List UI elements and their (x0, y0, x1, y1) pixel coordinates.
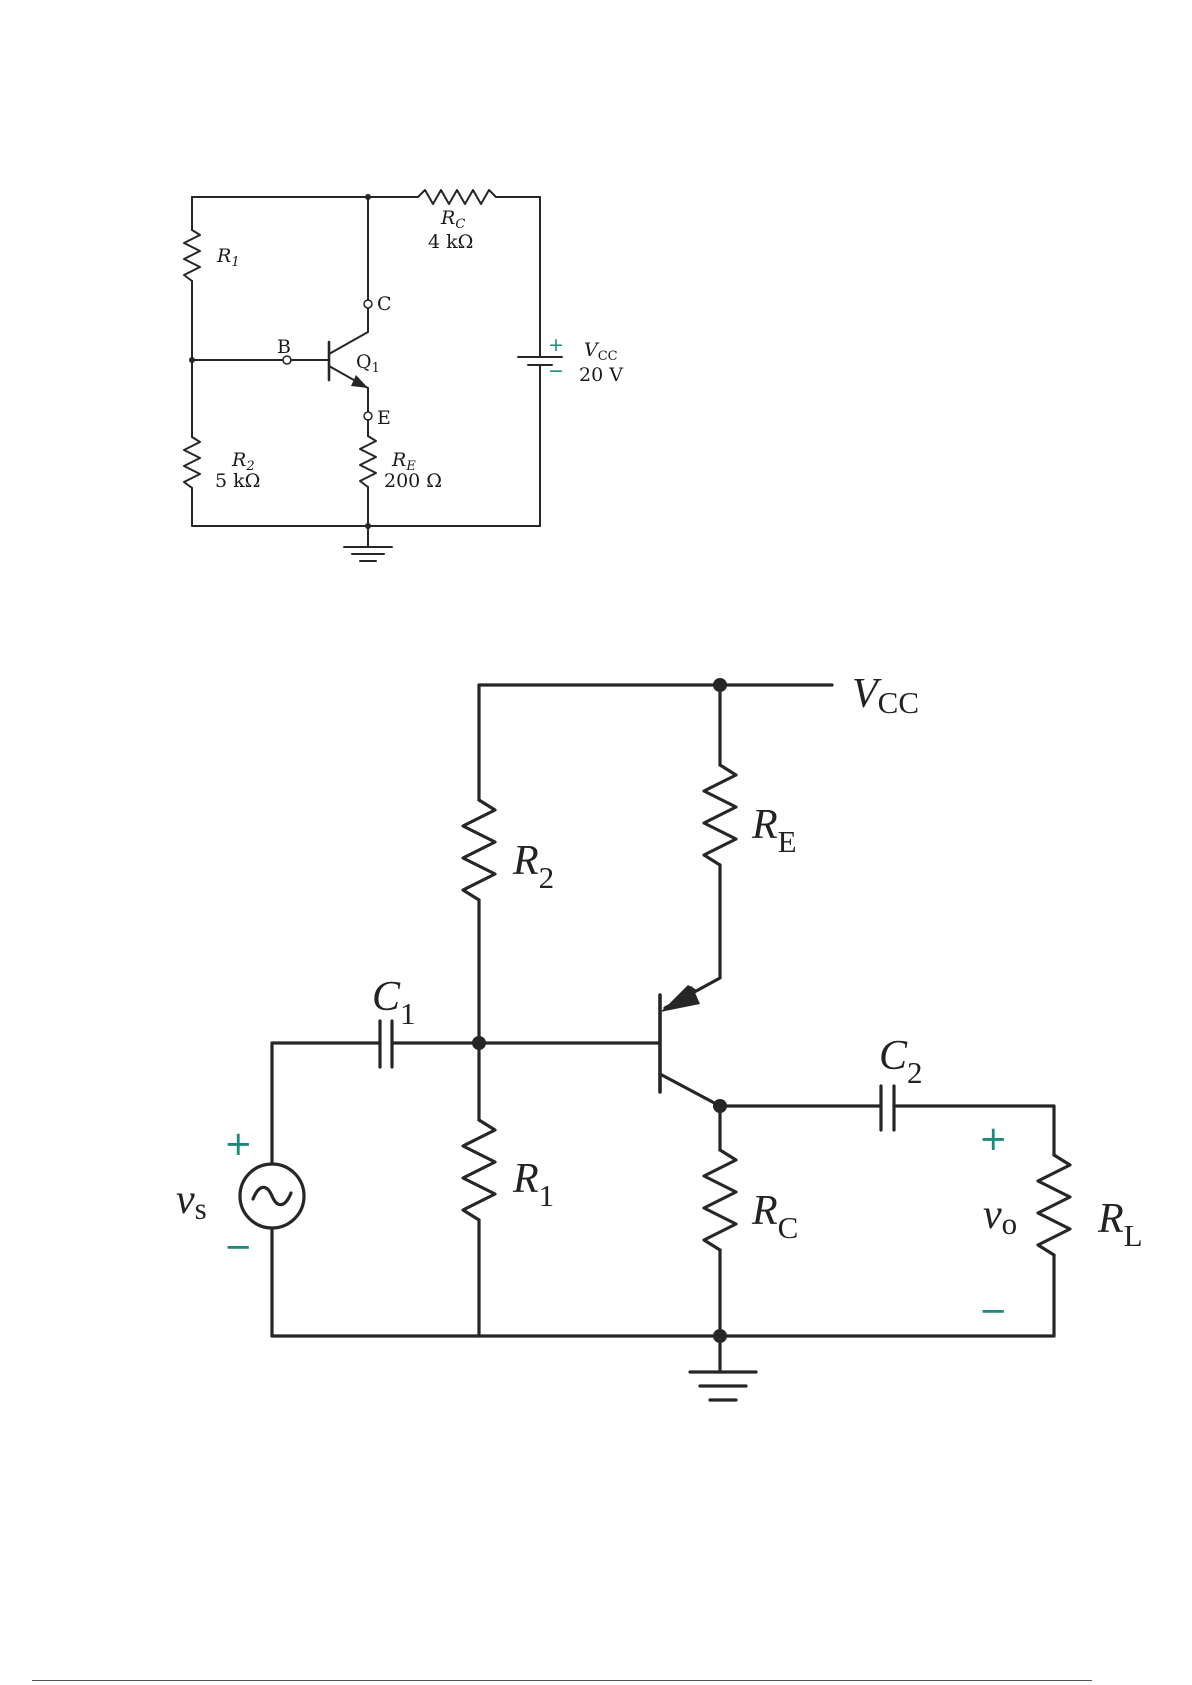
d2-r1-resistor (463, 1120, 495, 1220)
d1-q1-label: Q1 (356, 351, 380, 376)
d2-vo-minus: − (979, 1291, 1008, 1331)
d1-r1-label: R1 (216, 245, 240, 270)
d2-vcc-label: VCC (852, 671, 919, 720)
page-bottom-rule (32, 1680, 1092, 1681)
d2-collector-lead (660, 1074, 720, 1106)
d1-vcc-minus: − (548, 360, 564, 382)
d1-junction-dot (189, 357, 195, 363)
d1-junction-dot (365, 194, 371, 200)
d2-source-tilde (253, 1187, 291, 1204)
d2-ground-icon (690, 1372, 756, 1400)
d1-rc-resistor (418, 190, 540, 204)
d1-terminal-b-label: B (277, 336, 291, 358)
d1-vcc-label: VCC (584, 339, 618, 364)
d2-rc-resistor (704, 1150, 736, 1250)
d2-junction-dot (472, 1036, 486, 1050)
d2-junction-dot (713, 678, 727, 692)
d2-re-wire-bottom (665, 865, 720, 1008)
d1-vcc-plus: + (548, 334, 564, 356)
d2-input-wire-left (272, 1043, 380, 1162)
d1-ground-icon (344, 547, 392, 561)
d1-r1-resistor (184, 230, 200, 281)
d1-left-wire-bottom (192, 488, 540, 526)
d2-r2-label: R2 (512, 838, 554, 895)
d2-vs-label: vs (176, 1177, 207, 1226)
d1-collector-lead (329, 308, 368, 354)
d1-r2-value: 5 kΩ (215, 470, 260, 492)
diagram-1-voltage-divider-bias: R1 R2 5 kΩ RC 4 kΩ RE 200 Ω + − VCC 20 V… (184, 190, 623, 561)
d2-rl-label: RL (1097, 1196, 1143, 1253)
d2-re-resistor (704, 765, 736, 865)
d2-junction-dot (713, 1329, 727, 1343)
d1-junction-dot (365, 523, 371, 529)
d2-output-wire-right (894, 1106, 1054, 1155)
d1-r2-resistor (184, 437, 200, 488)
d2-rc-label: RC (751, 1188, 798, 1245)
d1-re-value: 200 Ω (384, 470, 442, 492)
d1-rc-value: 4 kΩ (428, 231, 473, 253)
d1-re-resistor (360, 436, 376, 487)
d2-vo-label: vo (983, 1192, 1017, 1241)
d2-rl-resistor (1038, 1155, 1070, 1255)
d1-terminal-c-label: C (377, 293, 392, 315)
d2-re-label: RE (751, 802, 797, 859)
d1-vcc-value: 20 V (579, 364, 623, 386)
d2-vs-plus: + (224, 1124, 253, 1164)
d2-r2-resistor (463, 800, 495, 900)
d1-rc-label: RC (440, 207, 465, 232)
d2-vo-plus: + (979, 1119, 1008, 1159)
d1-emitter-arrow-icon (351, 375, 368, 388)
diagram-2-pnp-amplifier: VCC R2 R1 RE RC RL C1 C2 vs + − vo + − (176, 671, 1143, 1400)
d1-terminal-e-label: E (377, 407, 391, 429)
d2-vs-minus: − (224, 1227, 253, 1267)
d2-junction-dot (713, 1099, 727, 1113)
d2-r1-label: R1 (512, 1156, 554, 1213)
d1-terminal-e-dot (364, 412, 372, 420)
d2-c2-label: C2 (879, 1033, 923, 1090)
d1-terminal-c-dot (364, 300, 372, 308)
